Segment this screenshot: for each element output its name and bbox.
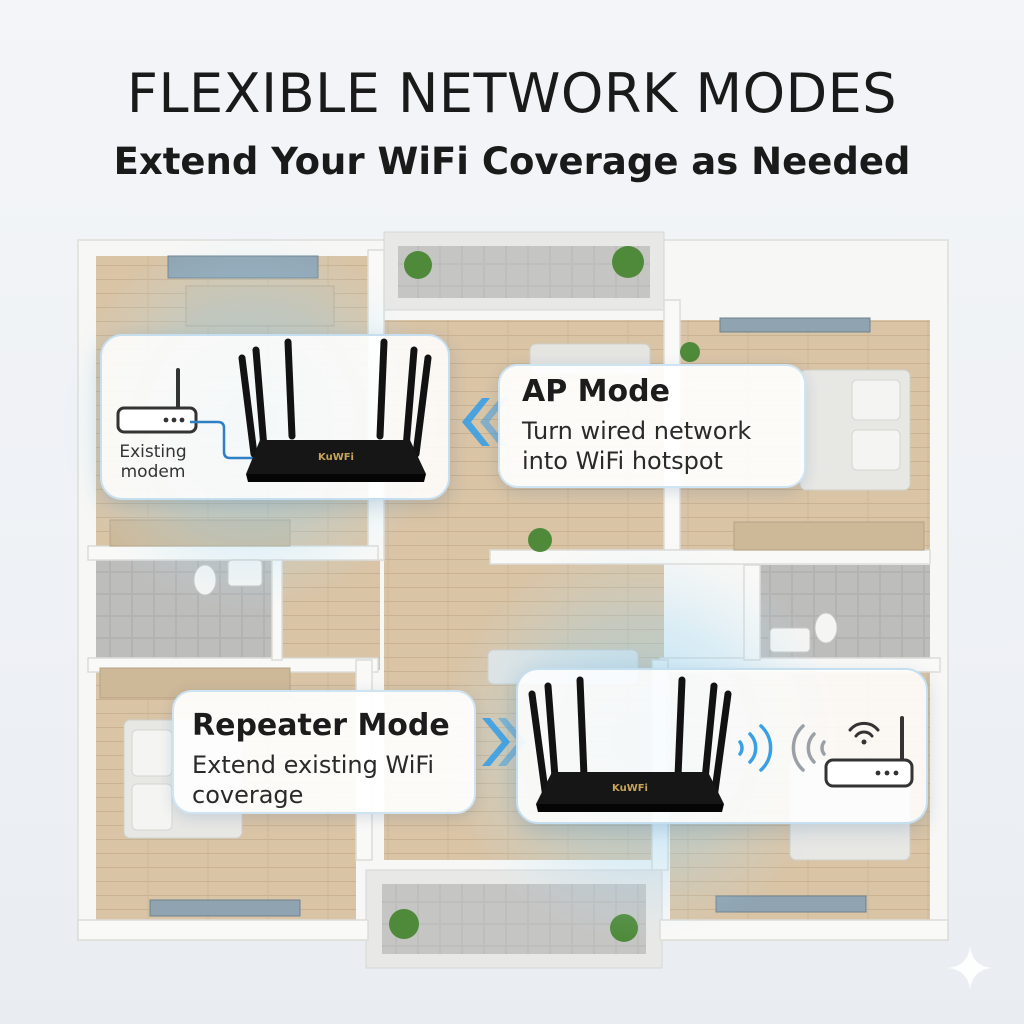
modem-label-line2: modem (120, 462, 186, 482)
ap-mode-description-line1: Turn wired network (522, 417, 752, 445)
ap-mode-title: AP Mode (522, 374, 670, 409)
router-brand-label-repeater: KuWFi (612, 783, 648, 794)
router-icon-ap: KuWFi (238, 338, 432, 482)
modem-label-line1: Existing (119, 442, 187, 462)
page-title: FLEXIBLE NETWORK MODES (126, 62, 898, 125)
sparkle-icon (948, 946, 992, 990)
ethernet-cable (190, 420, 258, 460)
ap-mode-description: Turn wired network into WiFi hotspot (522, 416, 751, 476)
repeater-mode-label-card: Repeater Mode Extend existing WiFi cover… (172, 690, 476, 814)
existing-router-icon (824, 716, 914, 788)
router-brand-label-ap: KuWFi (318, 452, 354, 463)
repeater-mode-title: Repeater Mode (192, 708, 450, 743)
router-icon-repeater: KuWFi (528, 676, 732, 812)
ap-mode-description-line2: into WiFi hotspot (522, 447, 723, 475)
wifi-signal-blue-icon (738, 724, 773, 772)
page-subtitle: Extend Your WiFi Coverage as Needed (113, 140, 911, 183)
repeater-mode-description-line2: coverage (192, 781, 304, 809)
repeater-mode-description: Extend existing WiFi coverage (192, 750, 434, 810)
wifi-signal-grey-icon (791, 724, 826, 772)
modem-label: Existing modem (108, 442, 198, 482)
repeater-mode-description-line1: Extend existing WiFi (192, 751, 435, 779)
modem-icon (116, 368, 198, 434)
ap-mode-label-card: AP Mode Turn wired network into WiFi hot… (498, 364, 806, 488)
